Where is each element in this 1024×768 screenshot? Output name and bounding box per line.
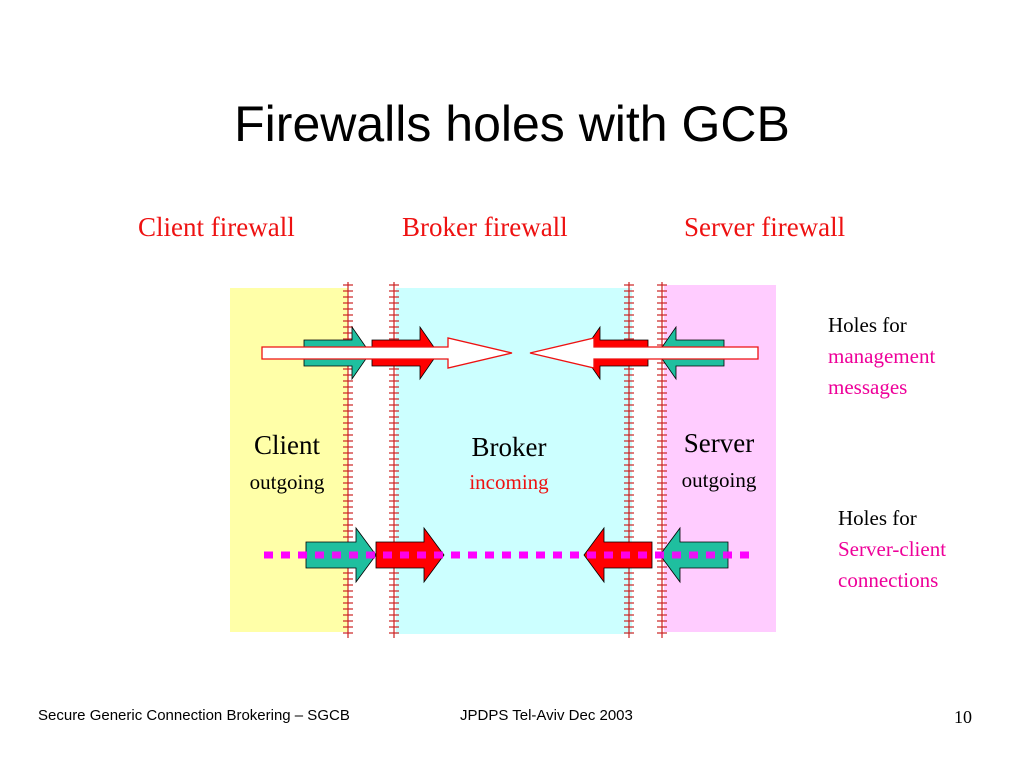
- client-management-arrow: [261, 337, 513, 369]
- broker-connection-hole-left: [375, 526, 445, 584]
- broker-firewall-right: [624, 282, 634, 638]
- management-holes-note: Holes for management messages: [828, 310, 935, 403]
- management-note-line3: messages: [828, 375, 908, 399]
- footer-presentation-title: Secure Generic Connection Brokering – SG…: [38, 707, 350, 724]
- client-zone-name: Client: [254, 430, 320, 460]
- broker-firewall-left: [389, 282, 399, 638]
- broker-zone-direction: incoming: [469, 470, 549, 494]
- management-note-line1: Holes for: [828, 313, 907, 337]
- connection-note-line3: connections: [838, 568, 939, 592]
- connection-note-line1: Holes for: [838, 506, 917, 530]
- connection-note-line2: Server-client: [838, 537, 947, 561]
- connection-holes-note: Holes for Server-client connections: [838, 503, 946, 596]
- footer-event: JPDPS Tel-Aviv Dec 2003: [460, 707, 633, 724]
- server-zone-name: Server: [683, 428, 755, 458]
- server-management-arrow: [529, 337, 759, 369]
- broker-firewall-label: Broker firewall: [402, 212, 568, 242]
- client-firewall-label: Client firewall: [138, 212, 295, 242]
- server-firewall: [657, 282, 667, 638]
- broker-zone-name: Broker: [471, 432, 547, 462]
- page-title: Firewalls holes with GCB: [234, 96, 790, 152]
- client-zone-direction: outgoing: [249, 470, 325, 494]
- management-note-line2: management: [828, 344, 936, 368]
- page-number: 10: [954, 707, 972, 727]
- server-zone-direction: outgoing: [681, 468, 757, 492]
- broker-connection-hole-right: [583, 526, 653, 584]
- server-firewall-label: Server firewall: [684, 212, 846, 242]
